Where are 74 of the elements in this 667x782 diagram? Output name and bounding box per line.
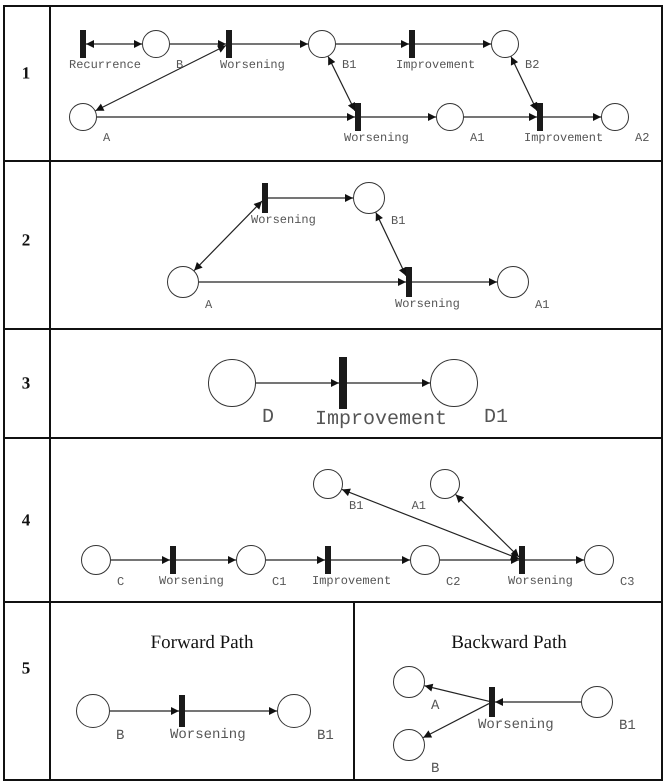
node-label: A [205,299,212,311]
node-label: D1 [484,408,508,428]
node-label: B1 [619,719,636,733]
arc-arrow [543,113,601,121]
node-label: C1 [272,576,286,588]
arc-arrow [111,556,170,564]
arc-arrow [415,40,491,48]
node-label: Worsening [344,132,409,144]
node-label: C3 [620,576,634,588]
node-label: Worsening [478,718,554,732]
row-number: 5 [22,657,30,680]
node-label: B [176,59,184,71]
arc-arrow [525,556,584,564]
arc-arrow [194,200,262,271]
node-label: C2 [446,576,460,588]
node-label: B1 [317,729,334,743]
arc-arrow [266,556,325,564]
node-label: Worsening [251,214,316,226]
arc-arrow [97,113,355,121]
arc-arrow [232,40,308,48]
arc-arrow [424,684,490,702]
arc-arrow [464,113,537,121]
arc-arrow [185,707,277,715]
arc-arrow [375,212,407,276]
node-label: C [117,576,124,588]
arc-arrow [331,556,410,564]
arc-arrow [347,379,430,387]
node-label: A1 [535,299,550,311]
node-label: D [262,408,274,428]
arc-arrow [422,703,490,738]
row-number: 4 [22,509,30,532]
arc-arrow [256,379,339,387]
node-label: A [431,699,440,713]
node-label: Improvement [524,132,604,144]
arc-arrow [110,707,179,715]
node-label: A1 [470,132,484,144]
arc-arrow [336,40,409,48]
arc-arrow [86,40,142,48]
row-number: 3 [22,372,30,394]
arc-arrow [176,556,236,564]
node-label: B2 [525,59,540,71]
node-label: B1 [349,500,364,512]
node-label: B [431,762,440,776]
arc-arrow [361,113,436,121]
node-label: A2 [635,132,650,144]
panel-heading: Backward Path [451,630,567,655]
node-label: Improvement [312,575,392,587]
node-label: Worsening [170,728,246,742]
arc-arrow [510,56,538,111]
node-label: Worsening [508,575,573,587]
arc-arrow [170,40,226,48]
node-label: Worsening [159,575,224,587]
panel-heading: Forward Path [150,630,254,655]
node-label: A1 [412,500,426,512]
arc-arrow [95,44,226,112]
arc-arrow [412,278,497,286]
arc-arrow [342,488,520,560]
node-label: Worsening [395,298,460,310]
node-label: Improvement [315,410,448,430]
arc-arrow [455,494,520,558]
node-label: B1 [342,59,356,71]
node-label: Improvement [396,59,476,71]
node-label: B [116,729,124,743]
node-label: B1 [391,215,406,227]
arc-arrow [495,698,581,706]
arc-arrow [328,56,356,112]
row-number: 1 [22,62,30,84]
row-number: 2 [22,229,30,252]
arc-arrow [268,194,353,202]
arc-arrow [440,556,519,564]
node-label: Worsening [220,59,285,71]
arc-arrow [199,278,406,286]
node-label: A [103,132,110,144]
node-label: Recurrence [69,59,142,71]
